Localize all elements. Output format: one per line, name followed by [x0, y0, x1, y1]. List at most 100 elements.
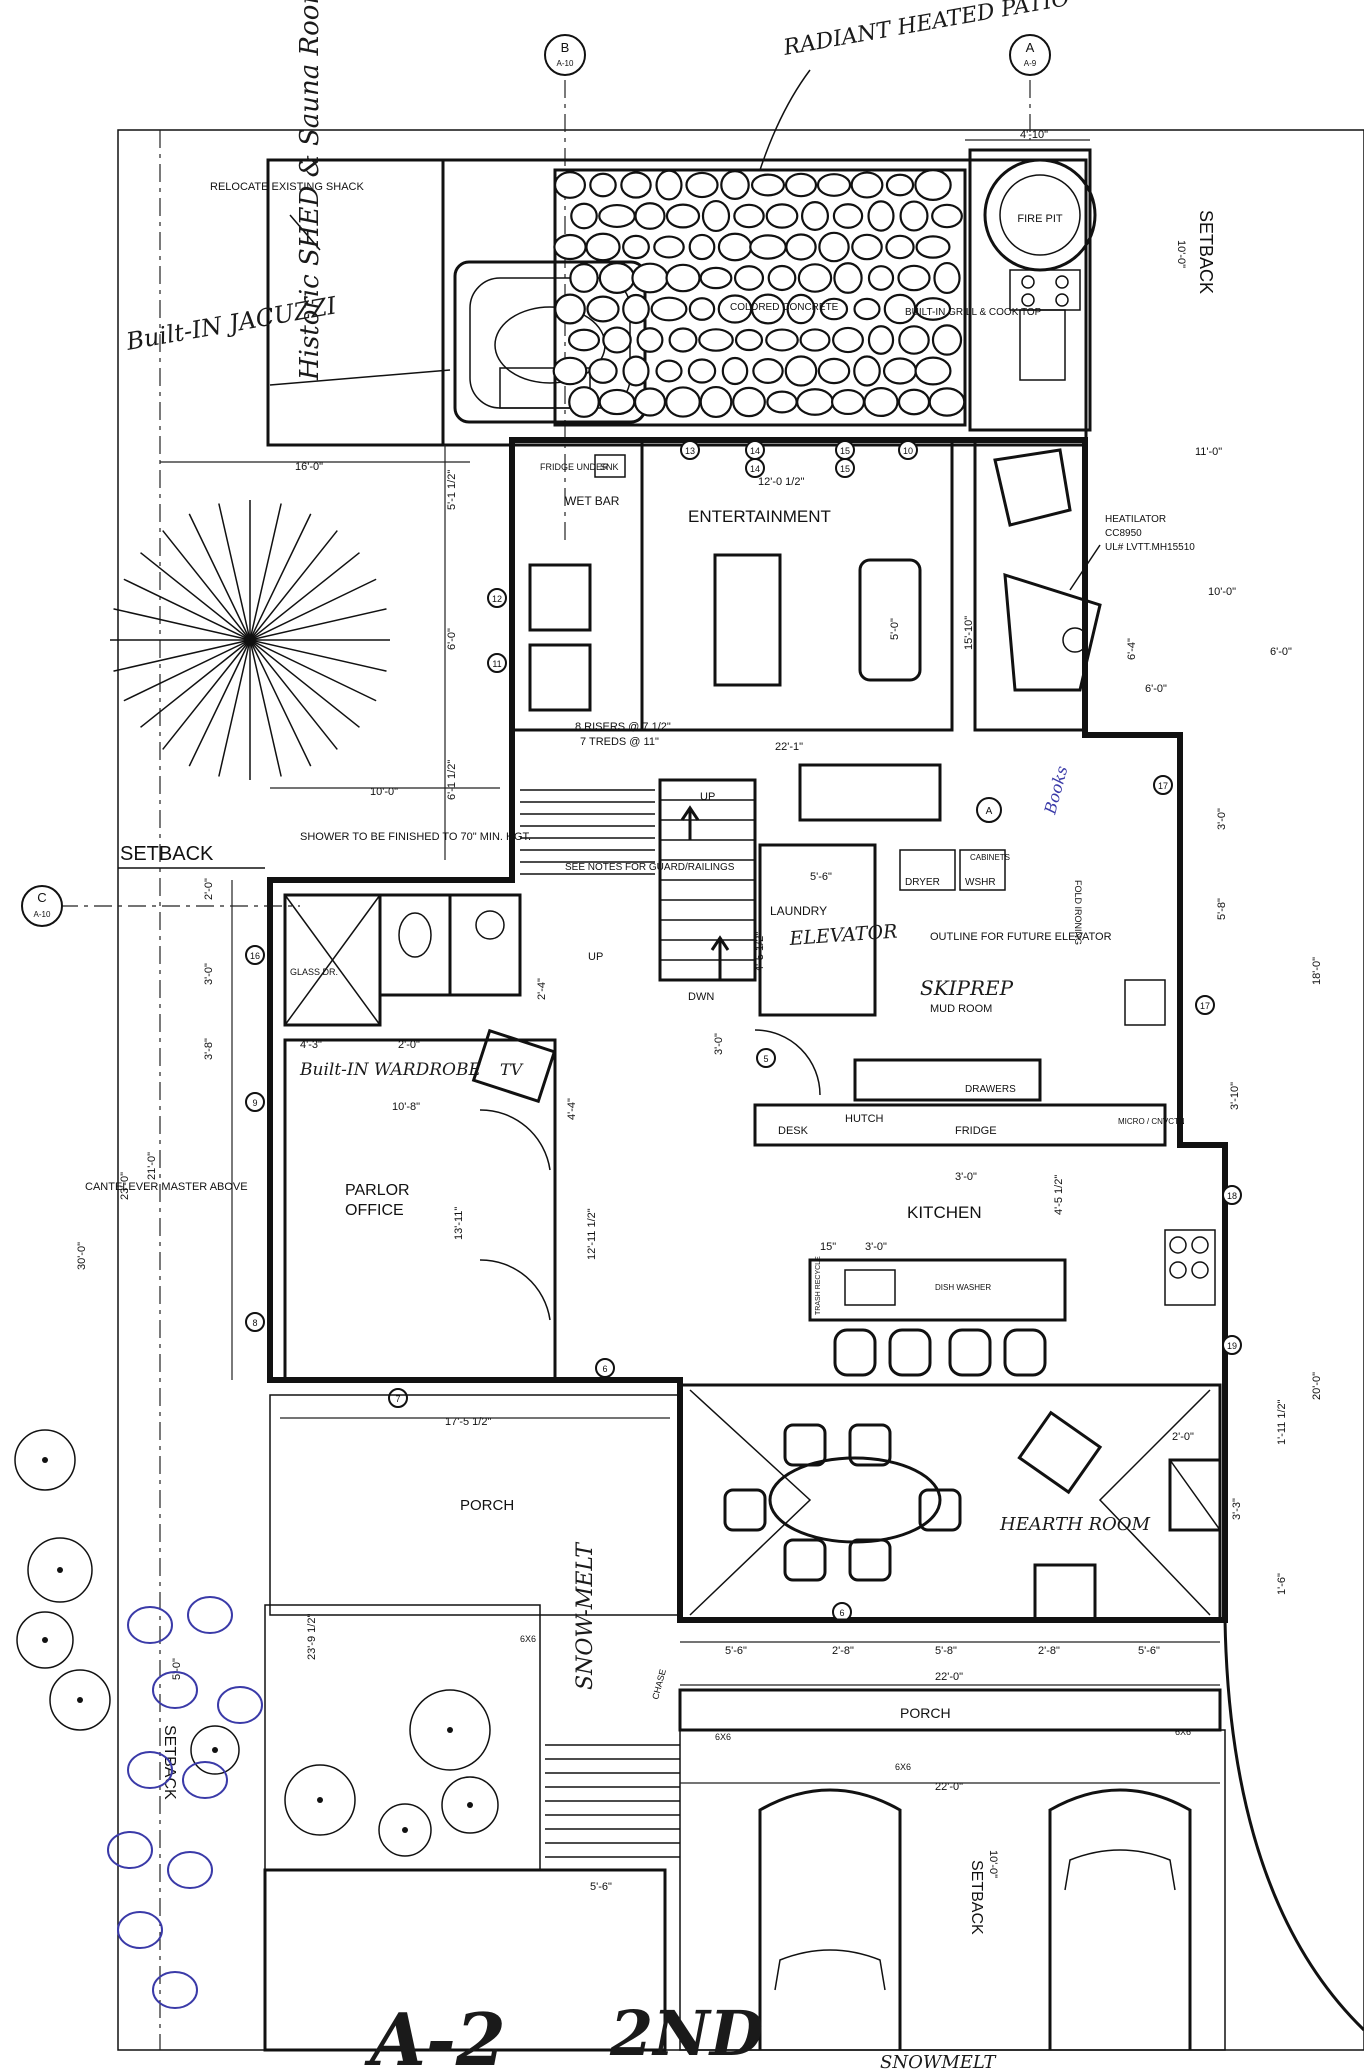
six-six-label-2: 6X6 — [520, 1634, 536, 1644]
tree-ray — [113, 639, 251, 672]
shrub — [190, 1725, 240, 1775]
patio-stone — [688, 233, 716, 261]
shrub — [378, 1803, 432, 1857]
tree-ray — [162, 530, 251, 641]
patio-stone — [688, 297, 716, 321]
patio-stone — [687, 358, 717, 384]
dim-5-0b: 5'-0" — [171, 1658, 183, 1680]
patio-stone — [915, 235, 951, 259]
kitchen-counter-top — [753, 1103, 1167, 1147]
office-label: OFFICE — [345, 1202, 404, 1219]
tag-14a: 14 — [750, 446, 760, 456]
patio-stone — [898, 325, 930, 355]
dim-6-1: 6'-1 1/2" — [446, 760, 458, 800]
fridge-under-label: FRIDGE UNDER — [540, 462, 609, 472]
patio-stone — [622, 234, 650, 260]
historic-shed-note: Historic SHED & Sauna Room — [295, 0, 325, 381]
shrub — [441, 1776, 499, 1834]
patio-stone — [585, 232, 621, 262]
heatilator-model: CC8950 — [1105, 528, 1142, 539]
tag-15a: 15 — [840, 446, 850, 456]
historic-shed — [266, 158, 445, 447]
patio-stone — [620, 171, 652, 199]
dim-12-11: 12'-11 1/2" — [586, 1208, 598, 1260]
glass-dr-label: GLASS DR. — [290, 967, 338, 977]
tree-ray — [249, 639, 360, 728]
tv-cabinet — [471, 1028, 557, 1104]
tree-ray — [218, 503, 251, 641]
patio-stones — [552, 169, 966, 419]
dim-10-8: 10'-8" — [392, 1101, 420, 1113]
patio-stone — [733, 203, 765, 229]
landscape-shrubs — [14, 1429, 499, 1857]
patio-stone — [863, 386, 899, 418]
grid-b-label: B — [561, 40, 570, 55]
patio-stone — [799, 328, 831, 352]
hutch-label: HUTCH — [845, 1113, 884, 1125]
tag-16: 16 — [250, 951, 260, 961]
blue-scribble-loop — [107, 1831, 153, 1869]
dim-5-6-a: 5'-6" — [725, 1645, 747, 1657]
range-cooktop — [1164, 1229, 1216, 1306]
desk-label: DESK — [778, 1125, 809, 1137]
patio-stone — [598, 388, 636, 416]
shrub — [49, 1669, 111, 1731]
tree-ray — [249, 639, 338, 750]
six-six-label-1: 6X6 — [895, 1762, 911, 1772]
entertainment-room — [640, 438, 954, 732]
up-arrow — [680, 805, 700, 840]
patio-stone — [750, 293, 786, 325]
trash-recycle-label: TRASH RECYCLE — [815, 1256, 822, 1315]
blue-scribble-loop — [217, 1686, 263, 1724]
patio-stone — [797, 263, 833, 293]
patio-stone — [765, 328, 799, 352]
wc-room — [378, 893, 452, 997]
wardrobe-note: Built-IN WARDROBE — [299, 1060, 481, 1080]
blue-scribble-loop — [152, 1971, 198, 2009]
relocate-leader — [289, 214, 321, 251]
tree-symbol — [110, 500, 390, 780]
grid-c-sheet: A-10 — [34, 910, 51, 919]
dim-30-0: 30'-0" — [76, 1242, 88, 1270]
tag-11: 11 — [492, 659, 501, 669]
porch-left — [269, 1394, 681, 1616]
elevator-note: ELEVATOR — [788, 921, 898, 951]
parlor-office-room — [283, 1038, 557, 1382]
hearth-room-vault-lines — [689, 1389, 1211, 1616]
wet-bar-label: WET BAR — [565, 494, 620, 508]
grid-a-sheet: A-9 — [1024, 59, 1037, 68]
drawers-label: DRAWERS — [965, 1084, 1016, 1095]
shrub — [14, 1429, 76, 1491]
dim-4-5: 4'-5 1/2" — [1053, 1175, 1065, 1215]
garage — [679, 1729, 1226, 2051]
patio-stone — [914, 356, 952, 386]
cooktop — [1009, 269, 1081, 381]
tag-14b: 14 — [750, 464, 760, 474]
tag-10: 10 — [903, 446, 913, 456]
patio-stone — [650, 296, 688, 322]
patio-stone — [569, 263, 599, 293]
tree-ray — [113, 608, 251, 641]
cabinets-label: CABINETS — [970, 853, 1010, 862]
tree-ray — [249, 530, 338, 641]
stair-treads — [520, 778, 757, 982]
window-tags-mud: 17 17 5 A — [756, 775, 1215, 1068]
patio-stone — [665, 263, 701, 293]
grid-bubble-a: A A-9 — [1009, 34, 1051, 140]
kitchen-label: KITCHEN — [907, 1203, 982, 1222]
patio-stone — [832, 326, 864, 354]
fridge-label: FRIDGE — [955, 1125, 997, 1137]
dim-3-0: 3'-0" — [203, 963, 215, 985]
stone-patio — [553, 168, 967, 427]
patio-stone — [867, 325, 895, 355]
tree-ray — [140, 552, 251, 641]
dim-5-0: 5'-0" — [889, 618, 901, 640]
patio-stone — [586, 295, 620, 323]
patio-stone — [885, 173, 915, 197]
patio-stone — [733, 265, 765, 291]
patio-stone — [721, 356, 749, 386]
grid-b-sheet: A-10 — [557, 59, 574, 68]
tag-8: 8 — [252, 1318, 257, 1328]
patio-stone — [717, 232, 753, 262]
